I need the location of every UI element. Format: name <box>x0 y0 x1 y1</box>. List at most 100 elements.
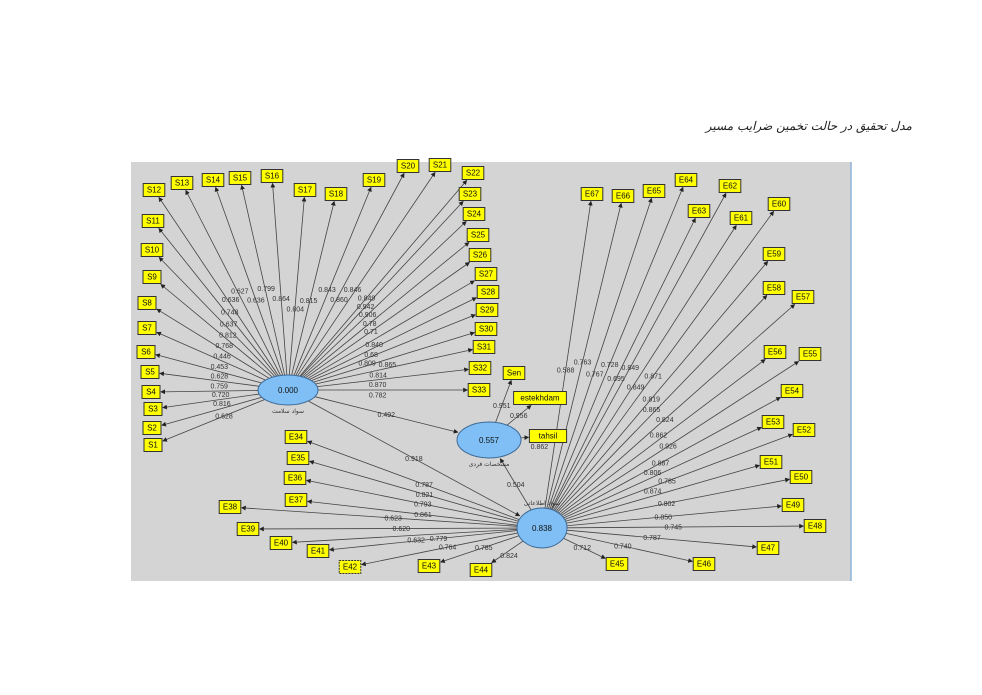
indicator-box[interactable] <box>798 347 822 361</box>
indicator-e35[interactable]: E35 <box>286 451 310 465</box>
indicator-e44[interactable]: E44 <box>469 563 493 577</box>
indicator-e34[interactable]: E34 <box>284 430 308 444</box>
indicator-box[interactable] <box>792 423 816 437</box>
indicator-e36[interactable]: E36 <box>283 471 307 485</box>
indicator-box[interactable] <box>137 296 157 310</box>
indicator-box[interactable] <box>462 207 486 221</box>
indicator-box[interactable] <box>476 285 500 299</box>
indicator-s21[interactable]: S21 <box>428 158 452 172</box>
indicator-e66[interactable]: E66 <box>611 189 635 203</box>
indicator-s30[interactable]: S30 <box>474 322 498 336</box>
indicator-s7[interactable]: S7 <box>137 321 157 335</box>
indicator-s11[interactable]: S11 <box>141 214 165 228</box>
indicator-box[interactable] <box>338 560 362 574</box>
indicator-e59[interactable]: E59 <box>762 247 786 261</box>
indicator-e58[interactable]: E58 <box>762 281 786 295</box>
indicator-box[interactable] <box>324 187 348 201</box>
indicator-e62[interactable]: E62 <box>718 179 742 193</box>
indicator-s29[interactable]: S29 <box>475 303 499 317</box>
indicator-box[interactable] <box>284 430 308 444</box>
indicator-box[interactable] <box>142 421 162 435</box>
indicator-box[interactable] <box>284 493 308 507</box>
indicator-s4[interactable]: S4 <box>141 385 161 399</box>
indicator-s23[interactable]: S23 <box>458 187 482 201</box>
indicator-box[interactable] <box>642 184 666 198</box>
indicator-s25[interactable]: S25 <box>466 228 490 242</box>
indicator-box[interactable] <box>293 183 317 197</box>
indicator-estekhdam[interactable]: estekhdam <box>513 391 567 405</box>
indicator-box[interactable] <box>140 243 164 257</box>
indicator-box[interactable] <box>283 471 307 485</box>
indicator-box[interactable] <box>762 281 786 295</box>
indicator-box[interactable] <box>428 158 452 172</box>
indicator-s18[interactable]: S18 <box>324 187 348 201</box>
construct-ellipse[interactable] <box>257 374 319 406</box>
indicator-box[interactable] <box>141 214 165 228</box>
indicator-s27[interactable]: S27 <box>474 267 498 281</box>
indicator-s32[interactable]: S32 <box>468 361 492 375</box>
indicator-box[interactable] <box>718 179 742 193</box>
indicator-box[interactable] <box>469 563 493 577</box>
indicator-box[interactable] <box>142 183 166 197</box>
indicator-box[interactable] <box>461 166 485 180</box>
indicator-e47[interactable]: E47 <box>756 541 780 555</box>
indicator-box[interactable] <box>605 557 629 571</box>
indicator-e40[interactable]: E40 <box>269 536 293 550</box>
indicator-e46[interactable]: E46 <box>692 557 716 571</box>
indicator-box[interactable] <box>141 385 161 399</box>
indicator-box[interactable] <box>140 365 160 379</box>
indicator-box[interactable] <box>528 429 568 443</box>
indicator-s6[interactable]: S6 <box>136 345 156 359</box>
indicator-s33[interactable]: S33 <box>467 383 491 397</box>
indicator-s14[interactable]: S14 <box>201 173 225 187</box>
indicator-box[interactable] <box>466 228 490 242</box>
indicator-box[interactable] <box>791 290 815 304</box>
indicator-box[interactable] <box>467 383 491 397</box>
indicator-s22[interactable]: S22 <box>461 166 485 180</box>
indicator-box[interactable] <box>143 402 163 416</box>
indicator-e65[interactable]: E65 <box>642 184 666 198</box>
indicator-box[interactable] <box>142 270 162 284</box>
indicator-box[interactable] <box>474 267 498 281</box>
indicator-box[interactable] <box>396 159 420 173</box>
indicator-s24[interactable]: S24 <box>462 207 486 221</box>
indicator-box[interactable] <box>136 345 156 359</box>
indicator-s10[interactable]: S10 <box>140 243 164 257</box>
indicator-e50[interactable]: E50 <box>789 470 813 484</box>
indicator-box[interactable] <box>417 559 441 573</box>
indicator-s20[interactable]: S20 <box>396 159 420 173</box>
indicator-box[interactable] <box>729 211 753 225</box>
indicator-tahsil[interactable]: tahsil <box>528 429 568 443</box>
indicator-s13[interactable]: S13 <box>170 176 194 190</box>
indicator-box[interactable] <box>761 415 785 429</box>
indicator-box[interactable] <box>468 248 492 262</box>
indicator-box[interactable] <box>687 204 711 218</box>
indicator-box[interactable] <box>472 340 496 354</box>
indicator-box[interactable] <box>137 321 157 335</box>
indicator-box[interactable] <box>475 303 499 317</box>
indicator-e37[interactable]: E37 <box>284 493 308 507</box>
indicator-e64[interactable]: E64 <box>674 173 698 187</box>
indicator-s1[interactable]: S1 <box>143 438 163 452</box>
indicator-e45[interactable]: E45 <box>605 557 629 571</box>
indicator-s16[interactable]: S16 <box>260 169 284 183</box>
indicator-e57[interactable]: E57 <box>791 290 815 304</box>
indicator-e38[interactable]: E38 <box>218 500 242 514</box>
indicator-s9[interactable]: S9 <box>142 270 162 284</box>
indicator-s28[interactable]: S28 <box>476 285 500 299</box>
indicator-e39[interactable]: E39 <box>236 522 260 536</box>
indicator-box[interactable] <box>756 541 780 555</box>
indicator-box[interactable] <box>468 361 492 375</box>
indicator-box[interactable] <box>306 544 330 558</box>
indicator-box[interactable] <box>767 197 791 211</box>
indicator-s3[interactable]: S3 <box>143 402 163 416</box>
indicator-box[interactable] <box>260 169 284 183</box>
indicator-box[interactable] <box>780 384 804 398</box>
indicator-box[interactable] <box>170 176 194 190</box>
indicator-e51[interactable]: E51 <box>759 455 783 469</box>
construct-ellipse[interactable] <box>516 507 568 549</box>
indicator-box[interactable] <box>474 322 498 336</box>
indicator-box[interactable] <box>759 455 783 469</box>
